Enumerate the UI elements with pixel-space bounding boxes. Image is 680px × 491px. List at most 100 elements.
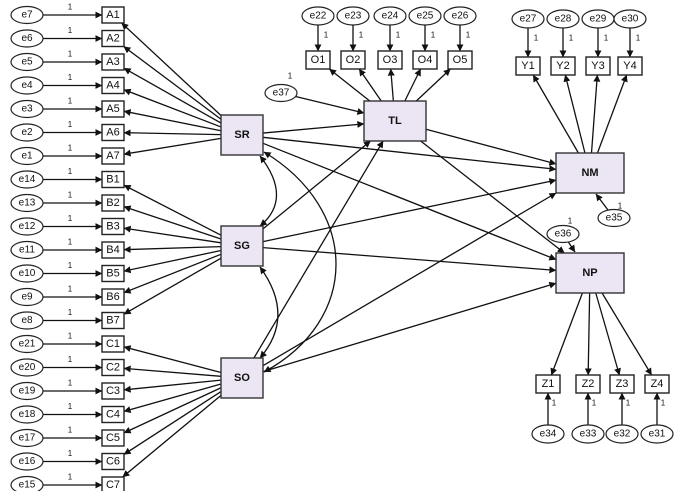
latent-so bbox=[220, 357, 264, 399]
error-e11 bbox=[10, 240, 44, 260]
indicator-a5 bbox=[101, 100, 125, 118]
diagram-edges bbox=[43, 11, 661, 489]
indicator-o5 bbox=[447, 50, 473, 70]
indicator-b1 bbox=[101, 170, 125, 189]
one-label-e33: 1 bbox=[592, 399, 597, 408]
indicator-y4 bbox=[617, 56, 643, 76]
path-nm-y1 bbox=[532, 74, 579, 154]
one-label-e17: 1 bbox=[68, 426, 73, 435]
path-tl-nm bbox=[425, 128, 557, 166]
indicator-b6 bbox=[101, 288, 125, 306]
error-label-e10: e10 bbox=[19, 268, 36, 279]
error-label-e30: e30 bbox=[622, 14, 639, 25]
error-label-e28: e28 bbox=[555, 14, 572, 25]
error-label-e2: e2 bbox=[21, 127, 33, 138]
indicator-o4 bbox=[412, 50, 438, 70]
path-sg-b2 bbox=[123, 205, 222, 240]
one-label-e31: 1 bbox=[661, 399, 666, 408]
indicator-o2 bbox=[340, 50, 366, 70]
path-so-c7 bbox=[122, 394, 222, 478]
error-e21 bbox=[10, 334, 44, 354]
path-tl-o1 bbox=[328, 68, 371, 102]
indicator-label-a6: A6 bbox=[106, 127, 119, 139]
error-label-e12: e12 bbox=[19, 221, 36, 232]
error-e8 bbox=[10, 311, 44, 330]
one-label-e28: 1 bbox=[569, 34, 574, 43]
latent-label-so: SO bbox=[234, 372, 250, 384]
error-e22 bbox=[301, 6, 335, 26]
path-sg-b4 bbox=[123, 245, 222, 253]
indicator-label-y1: Y1 bbox=[521, 60, 534, 72]
indicator-o3 bbox=[377, 50, 403, 70]
error-e15 bbox=[10, 475, 44, 491]
error-path-e37 bbox=[295, 95, 365, 115]
path-sr-a4 bbox=[123, 88, 222, 128]
path-sg-b6 bbox=[123, 253, 222, 294]
one-label-e9: 1 bbox=[68, 285, 73, 294]
indicator-label-a7: A7 bbox=[106, 150, 119, 162]
indicator-label-c1: C1 bbox=[106, 338, 120, 350]
error-e3 bbox=[10, 99, 44, 119]
error-label-e15: e15 bbox=[19, 480, 36, 491]
indicator-label-c5: C5 bbox=[106, 432, 120, 444]
indicator-label-z4: Z4 bbox=[651, 378, 664, 390]
indicator-c7 bbox=[101, 476, 125, 491]
path-nm-y2 bbox=[563, 74, 586, 154]
one-label-e14: 1 bbox=[68, 167, 73, 176]
one-label-e12: 1 bbox=[68, 214, 73, 223]
latent-label-tl: TL bbox=[388, 115, 402, 127]
path-np-z2 bbox=[584, 292, 592, 376]
indicator-z2 bbox=[575, 374, 601, 394]
error-e20 bbox=[10, 358, 44, 377]
indicator-c3 bbox=[101, 382, 125, 400]
one-label-e16: 1 bbox=[68, 449, 73, 458]
indicator-c4 bbox=[101, 405, 125, 424]
path-so-c4 bbox=[123, 383, 222, 413]
error-e23 bbox=[336, 6, 370, 26]
error-label-e14: e14 bbox=[19, 174, 36, 185]
error-label-e9: e9 bbox=[21, 292, 33, 303]
path-nm-y3 bbox=[590, 74, 601, 154]
indicator-label-a1: A1 bbox=[106, 9, 119, 21]
error-label-e34: e34 bbox=[540, 429, 557, 440]
error-label-e11: e11 bbox=[19, 245, 35, 256]
error-e18 bbox=[10, 405, 44, 424]
indicator-label-b3: B3 bbox=[106, 221, 119, 233]
path-sr-a7 bbox=[123, 137, 222, 157]
indicator-b5 bbox=[101, 264, 125, 283]
indicator-label-b4: B4 bbox=[106, 244, 119, 256]
latent-label-sg: SG bbox=[234, 240, 250, 252]
error-e10 bbox=[10, 264, 44, 283]
indicator-label-b2: B2 bbox=[106, 197, 119, 209]
path-sr-nm bbox=[262, 136, 557, 173]
path-sg-tl bbox=[262, 140, 371, 230]
indicator-label-z1: Z1 bbox=[542, 378, 555, 390]
indicator-c2 bbox=[101, 358, 125, 377]
one-label-e18: 1 bbox=[68, 402, 73, 411]
path-so-c5 bbox=[123, 387, 222, 434]
error-e2 bbox=[10, 123, 44, 142]
error-e27 bbox=[511, 9, 545, 29]
error-e37 bbox=[264, 83, 298, 103]
indicator-a2 bbox=[101, 29, 125, 48]
path-tl-o4 bbox=[404, 68, 422, 102]
latent-label-np: NP bbox=[582, 267, 597, 279]
error-label-e23: e23 bbox=[345, 11, 362, 22]
indicator-label-c2: C2 bbox=[106, 362, 120, 374]
indicator-label-c3: C3 bbox=[106, 385, 120, 397]
path-tl-o5 bbox=[415, 68, 451, 102]
indicator-a3 bbox=[101, 53, 125, 71]
path-sg-b5 bbox=[123, 249, 222, 274]
indicator-a4 bbox=[101, 76, 125, 95]
path-so-nm bbox=[262, 192, 557, 367]
indicator-label-y4: Y4 bbox=[623, 60, 636, 72]
path-so-c2 bbox=[123, 365, 222, 377]
one-label-e29: 1 bbox=[604, 34, 609, 43]
indicator-label-b1: B1 bbox=[106, 174, 119, 186]
path-sg-np bbox=[262, 246, 557, 274]
error-label-e27: e27 bbox=[520, 14, 537, 25]
indicator-b7 bbox=[101, 311, 125, 330]
one-label-e15: 1 bbox=[68, 473, 73, 482]
path-sr-a3 bbox=[123, 67, 222, 124]
